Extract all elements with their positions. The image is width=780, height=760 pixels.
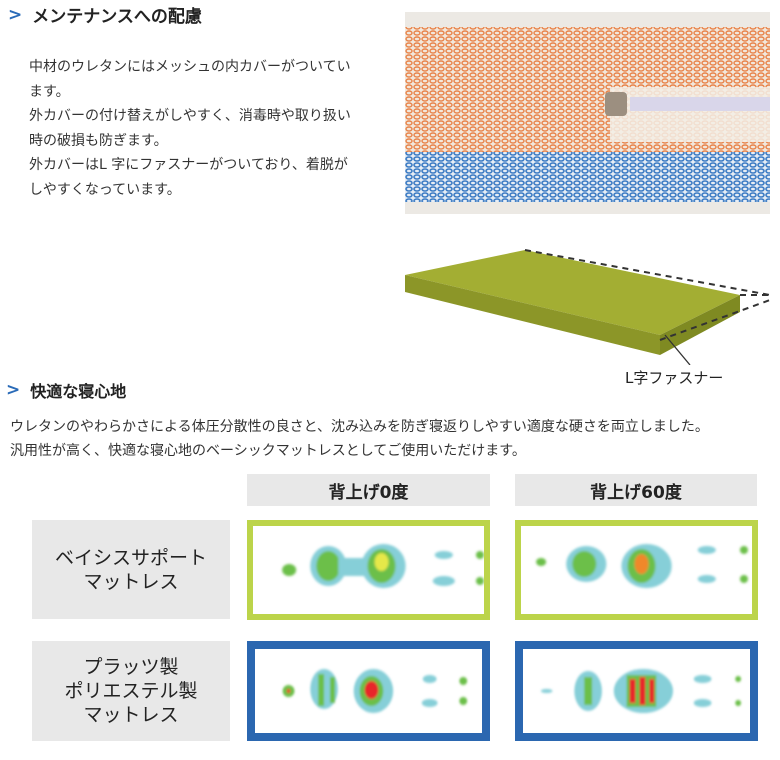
pressure-map-polyester-60deg (515, 641, 758, 741)
column-header-60deg: 背上げ60度 (515, 474, 757, 506)
comfort-heading: > 快適な寝心地 (6, 378, 126, 402)
chevron-right-icon: > (6, 380, 21, 400)
maintenance-paragraph: 中材のウレタンにはメッシュの内カバーがついています。 (29, 59, 351, 100)
comfort-line: ウレタンのやわらかさによる体圧分散性の良さと、沈み込みを防ぎ寝返りしやすい適度な… (10, 419, 709, 435)
maintenance-paragraph: 外カバーの付け替えがしやすく、消毒時や取り扱い時の破損も防ぎます。 (29, 108, 351, 149)
maintenance-paragraph: 外カバーはL 字にファスナーがついており、着脱がしやすくなっています。 (29, 157, 348, 198)
fastener-label: L字ファスナー (625, 369, 724, 387)
comfort-heading-text: 快適な寝心地 (30, 382, 127, 401)
maintenance-heading: > メンテナンスへの配慮 (8, 2, 202, 28)
row-label-polyester: プラッツ製 ポリエステル製 マットレス (32, 641, 230, 741)
comfort-line: 汎用性が高く、快適な寝心地のベーシックマットレスとしてご使用いただけます。 (10, 443, 526, 459)
pressure-map-basis-60deg (515, 520, 758, 620)
mesh-cover-photo (405, 12, 770, 214)
comfort-text: ウレタンのやわらかさによる体圧分散性の良さと、沈み込みを防ぎ寝返りしやすい適度な… (10, 415, 709, 463)
maintenance-text: 中材のウレタンにはメッシュの内カバーがついています。 外カバーの付け替えがしやす… (29, 55, 359, 202)
mattress-illustration (395, 240, 780, 366)
maintenance-heading-text: メンテナンスへの配慮 (32, 7, 202, 27)
chevron-right-icon: > (8, 4, 23, 25)
pressure-map-basis-0deg (247, 520, 490, 620)
pressure-map-polyester-0deg (247, 641, 490, 741)
row-label-basis-support: ベイシスサポート マットレス (32, 520, 230, 619)
column-header-0deg: 背上げ0度 (247, 474, 490, 506)
